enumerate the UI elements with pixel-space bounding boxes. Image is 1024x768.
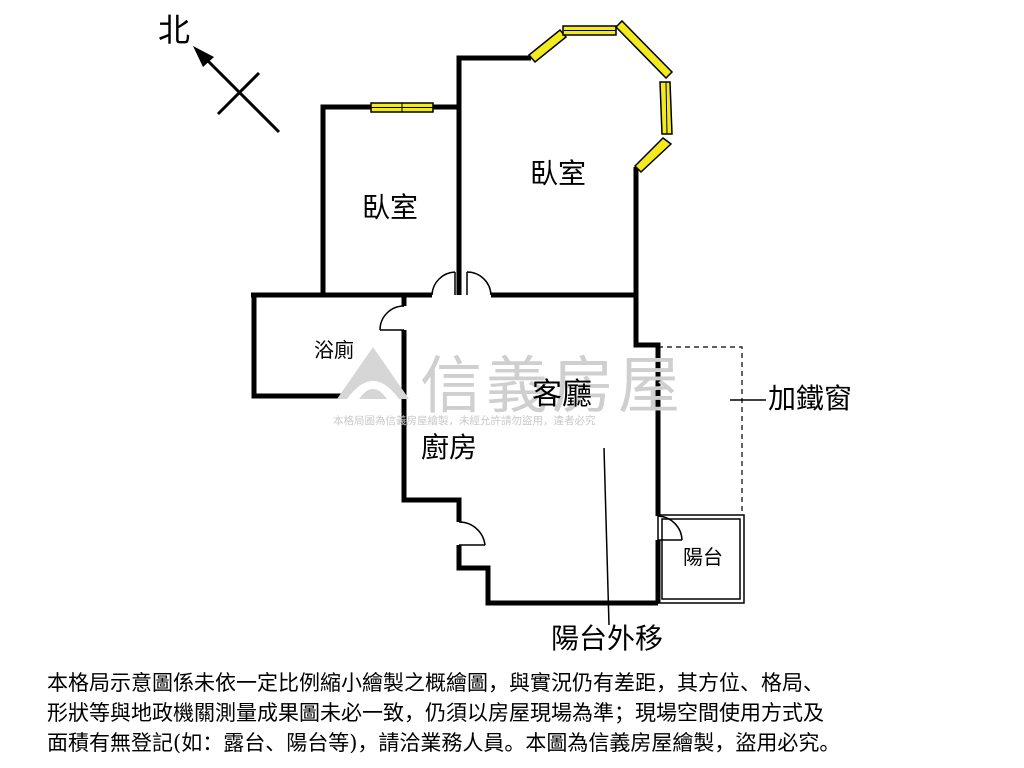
room-label-bathroom: 浴廁	[314, 338, 354, 362]
disclaimer-line: 本格局示意圖係未依一定比例縮小繪製之概繪圖，與實況仍有差距，其方位、格局、	[47, 671, 824, 695]
bedroom-doors	[431, 271, 492, 296]
disclaimer-line: 形狀等與地政機關測量成果圖未必一致，仍須以房屋現場為準；現場空間使用方式及	[47, 701, 824, 725]
room-label-bedroom-left: 臥室	[362, 191, 419, 224]
disclaimer: 本格局示意圖係未依一定比例縮小繪製之概繪圖，與實況仍有差距，其方位、格局、 形狀…	[47, 668, 987, 758]
bathroom-walls	[251, 295, 407, 399]
north-arrow-icon	[193, 46, 281, 134]
watermark: 信義房屋 本格局圖為信義房屋繪製，未經允許請勿盜用，違者必究	[333, 335, 703, 430]
annotation-iron-window: 加鐵窗	[768, 382, 853, 415]
disclaimer-line: 面積有無登記(如：露台、陽台等)，請洽業務人員。本圖為信義房屋繪製，盜用必究。	[47, 731, 841, 755]
window-bedroom-left	[370, 102, 434, 113]
bedroom-left-walls	[320, 104, 461, 295]
annotation-balcony-moved: 陽台外移	[551, 622, 664, 655]
room-label-living-room: 客廳	[532, 377, 592, 412]
bedroom-right-walls	[456, 55, 639, 295]
room-label-kitchen: 廚房	[421, 431, 478, 464]
sinyi-logo-icon	[337, 347, 409, 399]
bathroom-door	[379, 305, 405, 331]
balcony-outline	[657, 514, 745, 604]
watermark-brand: 信義房屋	[420, 349, 685, 422]
balcony-moved-pointer	[603, 447, 610, 626]
north-label: 北	[158, 11, 191, 49]
watermark-notice: 本格局圖為信義房屋繪製，未經允許請勿盜用，違者必究	[333, 415, 596, 427]
room-label-balcony: 陽台	[683, 545, 723, 569]
kitchen-door	[458, 521, 486, 546]
iron-window-outline	[658, 346, 743, 515]
bay-window	[527, 19, 674, 174]
room-label-bedroom-right: 臥室	[530, 157, 587, 190]
